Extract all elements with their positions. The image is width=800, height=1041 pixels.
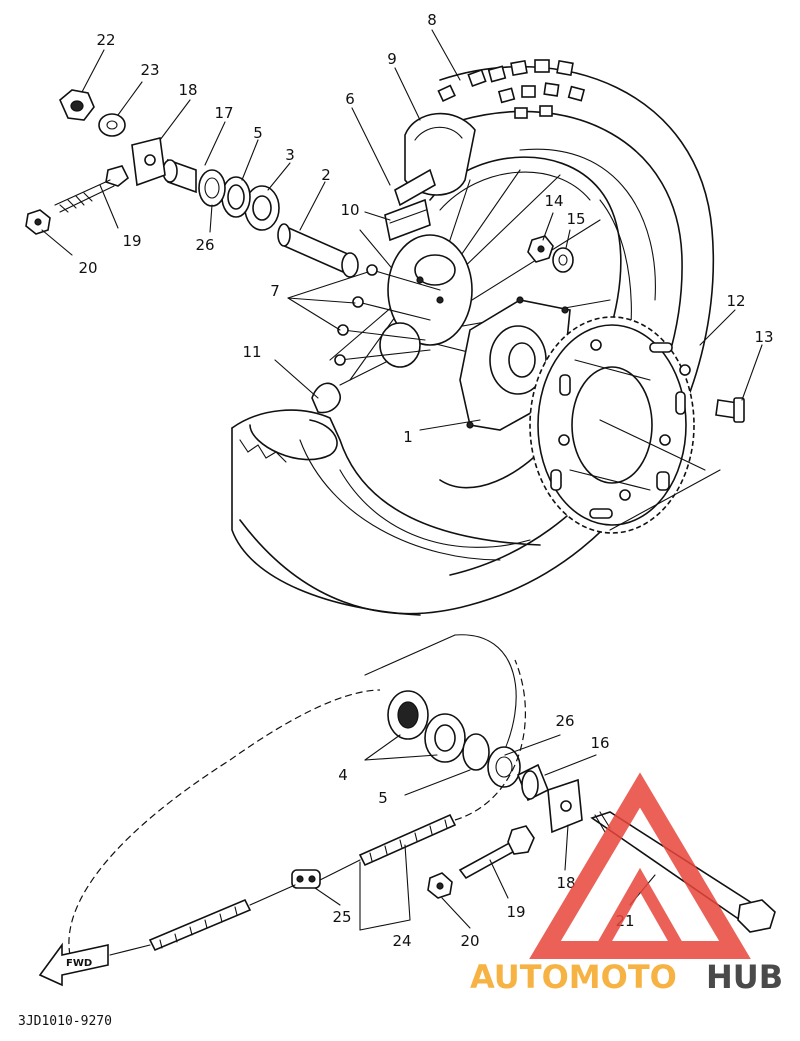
rim-band — [394, 168, 436, 207]
collar-left — [162, 158, 197, 194]
sprocket-leader-line — [599, 419, 706, 471]
wheel-rim — [429, 156, 622, 489]
callout-22: 22 — [96, 31, 115, 49]
callout-2: 2 — [321, 166, 331, 184]
callout-18-bottom: 18 — [556, 874, 575, 892]
callout-8: 8 — [427, 11, 437, 29]
adjusting-bolt-left — [54, 165, 130, 213]
rear-sprocket — [529, 316, 695, 534]
watermark-inner-triangle-icon — [594, 867, 686, 953]
callout-6: 6 — [345, 90, 355, 108]
callout-leader-lines — [41, 29, 763, 931]
watermark-text-automoto: AUTOMOTO — [470, 958, 677, 996]
sprocket-bolt — [715, 397, 745, 423]
bearing-right-outer — [387, 690, 429, 740]
callout-19-bottom: 19 — [506, 903, 525, 921]
callout-20-top: 20 — [78, 259, 97, 277]
callout-19-top: 19 — [122, 232, 141, 250]
adjusting-bolt-right — [458, 825, 535, 880]
callout-1: 1 — [403, 428, 413, 446]
callout-25: 25 — [332, 908, 351, 926]
chain-guide-cover — [311, 382, 341, 414]
lock-washer — [552, 247, 574, 273]
callout-17: 17 — [214, 104, 233, 122]
fwd-label: FWD — [66, 958, 92, 969]
spoke-set — [334, 264, 441, 366]
forward-direction-arrow: FWD — [38, 942, 109, 987]
callout-18-top: 18 — [178, 81, 197, 99]
callout-7: 7 — [270, 282, 280, 300]
locknut-right — [427, 872, 453, 899]
diagram-code: 3JD1010-9270 — [18, 1014, 112, 1029]
callout-26-top: 26 — [195, 236, 214, 254]
callout-16: 16 — [590, 734, 609, 752]
spacer-right — [462, 733, 490, 771]
watermark-triangle-icon — [529, 772, 751, 959]
callout-5-top: 5 — [253, 124, 263, 142]
oil-seal-right — [487, 746, 521, 788]
sprocket-nut — [527, 235, 554, 263]
watermark-text-hub: HUB — [706, 958, 783, 996]
chain-joint — [291, 869, 321, 889]
rear-axle-collar — [277, 223, 359, 278]
chain-puller-right — [547, 778, 583, 834]
collar-right — [516, 763, 550, 802]
spacer-left — [221, 176, 251, 218]
callout-11: 11 — [242, 343, 261, 361]
callout-5-bottom: 5 — [378, 789, 388, 807]
callout-23: 23 — [140, 61, 159, 79]
chain-puller-left — [131, 137, 166, 187]
bearing-right-inner — [424, 713, 466, 763]
axle-nut — [59, 89, 95, 121]
watermark-logo: AUTOMOTO HUB — [470, 772, 783, 996]
callout-24: 24 — [392, 932, 411, 950]
callout-26-bottom: 26 — [555, 712, 574, 730]
plain-washer — [98, 113, 126, 137]
callout-14: 14 — [544, 192, 563, 210]
callout-13: 13 — [754, 328, 773, 346]
tire-tread-knobs — [437, 59, 586, 119]
rim-lock — [384, 198, 431, 242]
callout-3: 3 — [285, 146, 295, 164]
drive-chain — [68, 659, 526, 956]
callout-20-bottom: 20 — [460, 932, 479, 950]
assembly-dash-lines — [364, 469, 721, 761]
wheel-hub — [379, 234, 473, 368]
callout-4: 4 — [338, 766, 348, 784]
spoke-callout-lines — [287, 271, 369, 331]
locknut-left — [25, 209, 51, 235]
callout-9: 9 — [387, 50, 397, 68]
callout-12: 12 — [726, 292, 745, 310]
oil-seal-left — [198, 169, 226, 207]
callout-10: 10 — [340, 201, 359, 219]
callout-15: 15 — [566, 210, 585, 228]
